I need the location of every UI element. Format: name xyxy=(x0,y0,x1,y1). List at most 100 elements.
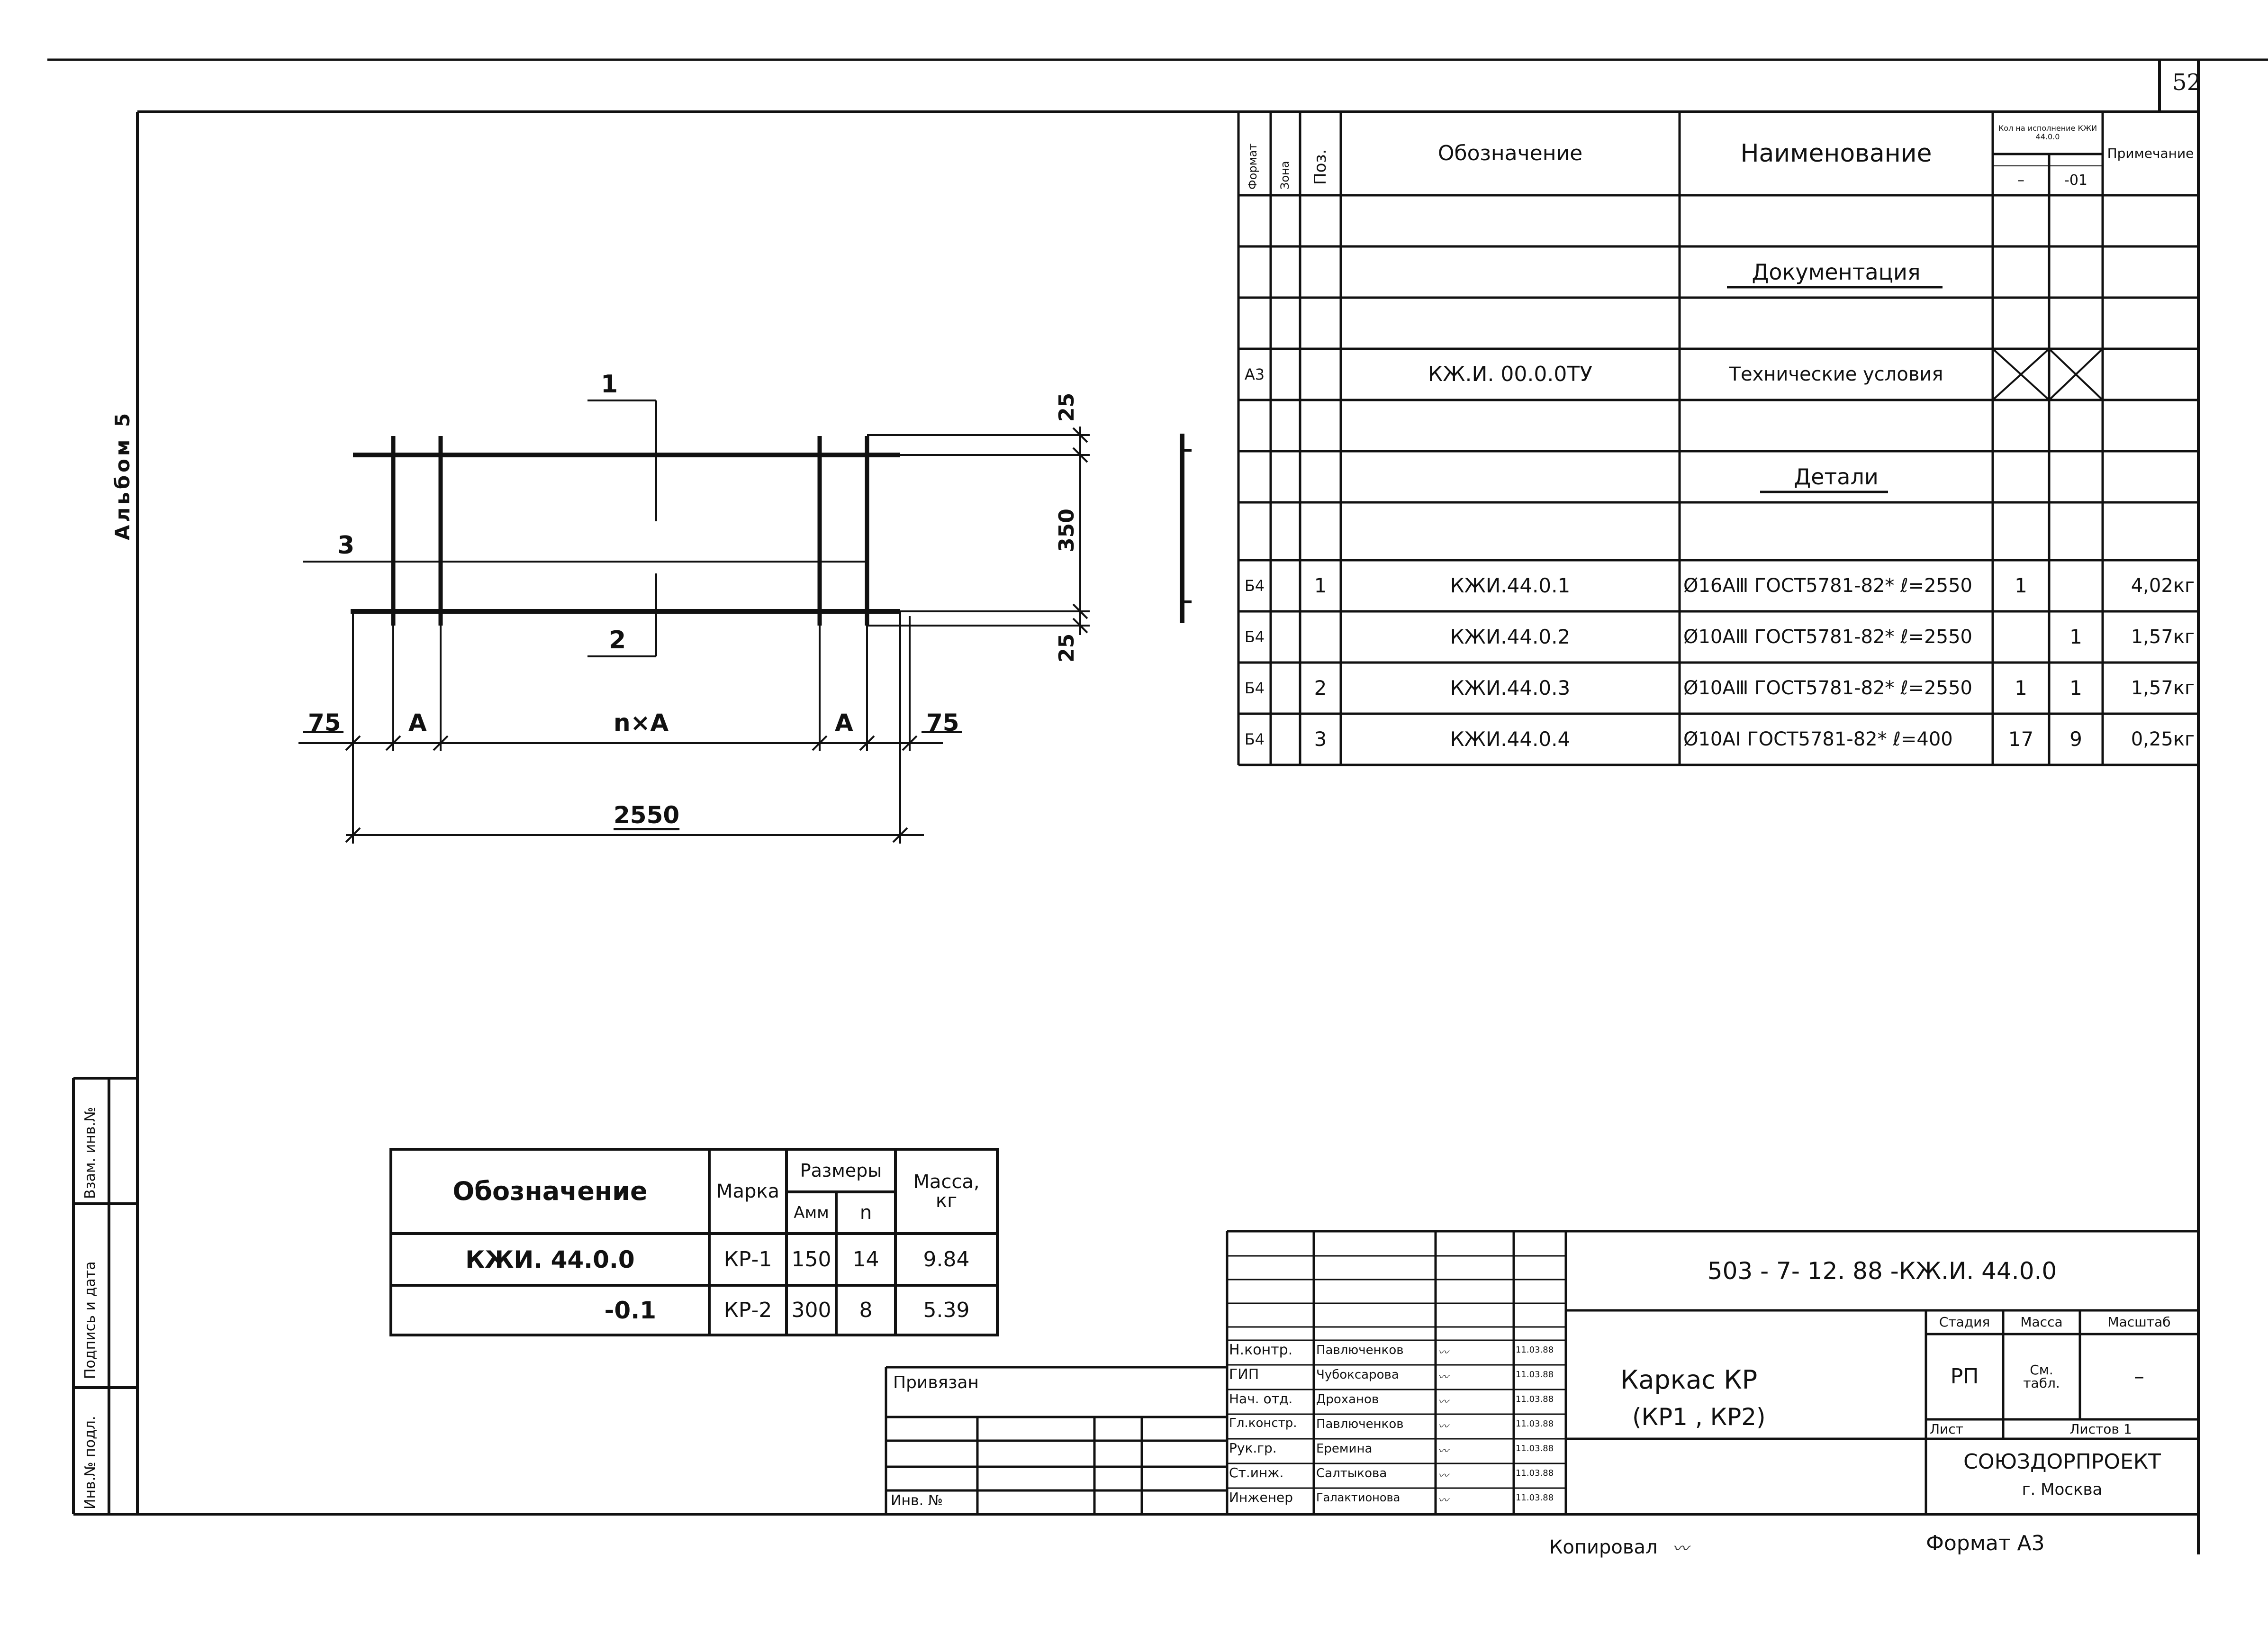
signature-1: 〰︎ xyxy=(1438,1347,1449,1359)
variant-row-2-mass: 5.39 xyxy=(923,1298,970,1322)
detail-row-1-format: Б4 xyxy=(1244,577,1265,595)
copied-by: Копировал xyxy=(1549,1536,1658,1558)
spec-header-pos: Поз. xyxy=(1311,149,1330,185)
staff-role-7: Инженер xyxy=(1229,1490,1293,1505)
signature-7: 〰︎ xyxy=(1438,1495,1449,1507)
dimension-n-times-a: n×А xyxy=(614,709,669,736)
detail-row-3-pos: 2 xyxy=(1314,676,1327,699)
variant-row-2-mark: КР-2 xyxy=(723,1298,772,1322)
sheet-label: Лист xyxy=(1930,1421,1963,1437)
detail-row-1-pos: 1 xyxy=(1314,574,1327,597)
mass-value: См. табл. xyxy=(2023,1362,2060,1391)
spec-header-name: Наименование xyxy=(1740,139,1932,168)
document-code: 503 - 7- 12. 88 -КЖ.И. 44.0.0 xyxy=(1707,1257,2057,1285)
mass-label: Масса xyxy=(2020,1314,2063,1330)
detail-row-4-pos: 3 xyxy=(1314,727,1327,751)
detail-row-4-name: Ø10АⅠ ГОСТ5781-82* ℓ=400 xyxy=(1683,728,1953,750)
page-number: 52 xyxy=(2172,69,2202,96)
variants-header-mass: Масса, кг xyxy=(913,1171,980,1212)
detail-row-3-name: Ø10АⅢ ГОСТ5781-82* ℓ=2550 xyxy=(1683,677,1972,699)
staff-name-6: Салтыкова xyxy=(1316,1466,1387,1481)
detail-row-3-qty-a: 1 xyxy=(2015,676,2027,699)
signature-5: 〰︎ xyxy=(1438,1445,1449,1457)
dimension-a-left: А xyxy=(408,709,427,736)
detail-row-4-designation: КЖИ.44.0.4 xyxy=(1450,727,1571,751)
doc-row-name: Технические условия xyxy=(1729,363,1943,385)
staff-date-7: 11.03.88 xyxy=(1516,1493,1554,1503)
staff-date-1: 11.03.88 xyxy=(1516,1345,1554,1355)
dimension-bottom-25: 25 xyxy=(1055,633,1079,663)
organization: СОЮЗДОРПРОЕКТ xyxy=(1963,1450,2161,1474)
variant-row-2-n: 8 xyxy=(859,1298,873,1322)
dimension-75-left: 75 xyxy=(308,709,341,736)
variants-header-mark: Марка xyxy=(716,1181,780,1202)
doc-row-designation: КЖ.И. 00.0.0ТУ xyxy=(1428,362,1593,386)
privyazan-label: Привязан xyxy=(893,1373,979,1392)
spec-header-designation: Обозначение xyxy=(1437,141,1583,165)
stamp-vzam: Взам. инв.№ xyxy=(82,1107,99,1199)
spec-header-format: Формат xyxy=(1246,143,1259,190)
copier-signature: 〰︎ xyxy=(1672,1539,1689,1558)
detail-row-1-name: Ø16АⅢ ГОСТ5781-82* ℓ=2550 xyxy=(1683,575,1972,597)
staff-role-3: Нач. отд. xyxy=(1229,1391,1293,1407)
position-label-2: 2 xyxy=(609,626,626,654)
variant-row-2-designation: -0.1 xyxy=(604,1296,656,1324)
doc-row-format: А3 xyxy=(1244,365,1265,383)
stamp-inv-podl: Инв.№ подл. xyxy=(82,1416,99,1509)
detail-row-2-name: Ø10АⅢ ГОСТ5781-82* ℓ=2550 xyxy=(1683,626,1972,648)
section-documentation: Документация xyxy=(1752,259,1921,285)
staff-name-5: Еремина xyxy=(1316,1442,1373,1456)
spec-header-qty-b: -01 xyxy=(2064,172,2087,189)
staff-role-1: Н.контр. xyxy=(1229,1342,1293,1358)
sheets-count: Листов 1 xyxy=(2069,1421,2132,1437)
variant-row-2-a: 300 xyxy=(791,1298,831,1322)
variant-row-1-n: 14 xyxy=(852,1247,879,1272)
detail-row-1-designation: КЖИ.44.0.1 xyxy=(1450,574,1571,597)
stage-label: Стадия xyxy=(1939,1314,1990,1330)
staff-date-2: 11.03.88 xyxy=(1516,1370,1554,1380)
variant-row-1-designation: КЖИ. 44.0.0 xyxy=(465,1245,635,1273)
spec-header-note: Примечание xyxy=(2107,145,2194,161)
staff-name-7: Галактионова xyxy=(1316,1491,1401,1504)
format-a3: Формат А3 xyxy=(1926,1531,2045,1555)
staff-name-4: Павлюченков xyxy=(1316,1417,1404,1431)
detail-row-2-note: 1,57кг xyxy=(2131,626,2195,648)
detail-row-3-note: 1,57кг xyxy=(2131,677,2195,699)
dimension-top-25: 25 xyxy=(1055,392,1079,422)
album-label: Альбом 5 xyxy=(111,410,134,540)
staff-role-5: Рук.гр. xyxy=(1229,1440,1277,1456)
variants-header-designation: Обозначение xyxy=(452,1176,648,1206)
detail-row-2-format: Б4 xyxy=(1244,628,1265,646)
dimension-a-right: А xyxy=(835,709,853,736)
stamp-sign-date: Подпись и дата xyxy=(82,1261,99,1380)
detail-row-1-note: 4,02кг xyxy=(2131,575,2195,597)
detail-row-3-qty-b: 1 xyxy=(2069,676,2082,699)
dimension-total-2550: 2550 xyxy=(614,801,680,829)
staff-role-6: Ст.инж. xyxy=(1229,1465,1284,1481)
variants-header-a-mm: Амм xyxy=(794,1203,829,1222)
signature-6: 〰︎ xyxy=(1438,1470,1449,1482)
staff-name-3: Дроханов xyxy=(1316,1392,1379,1407)
detail-row-2-qty-a xyxy=(1993,611,2049,663)
variant-row-1-mark: КР-1 xyxy=(723,1247,772,1272)
detail-row-4-note: 0,25кг xyxy=(2131,728,2195,750)
staff-name-2: Чубоксарова xyxy=(1316,1368,1399,1382)
document-title-line-1: Каркас КР xyxy=(1620,1365,1758,1395)
detail-row-2-designation: КЖИ.44.0.2 xyxy=(1450,625,1571,648)
detail-row-1-qty-a: 1 xyxy=(2015,574,2027,597)
stage-value: РП xyxy=(1950,1364,1979,1389)
variants-header-n: n xyxy=(859,1202,872,1224)
scale-label: Масштаб xyxy=(2107,1314,2171,1330)
variant-row-1-mass: 9.84 xyxy=(923,1247,970,1272)
spec-header-zone: Зона xyxy=(1278,161,1292,190)
spec-header-qty-title: Кол на исполнение КЖИ 44.0.0 xyxy=(1998,124,2097,141)
staff-date-3: 11.03.88 xyxy=(1516,1394,1554,1404)
detail-row-3-designation: КЖИ.44.0.3 xyxy=(1450,676,1571,699)
dimension-75-right: 75 xyxy=(926,709,959,736)
spec-header-qty-a: – xyxy=(2017,172,2024,189)
staff-role-2: ГИП xyxy=(1229,1366,1259,1383)
detail-row-1-qty-b xyxy=(2049,560,2103,611)
detail-row-4-format: Б4 xyxy=(1244,730,1265,748)
detail-row-3-format: Б4 xyxy=(1244,679,1265,697)
